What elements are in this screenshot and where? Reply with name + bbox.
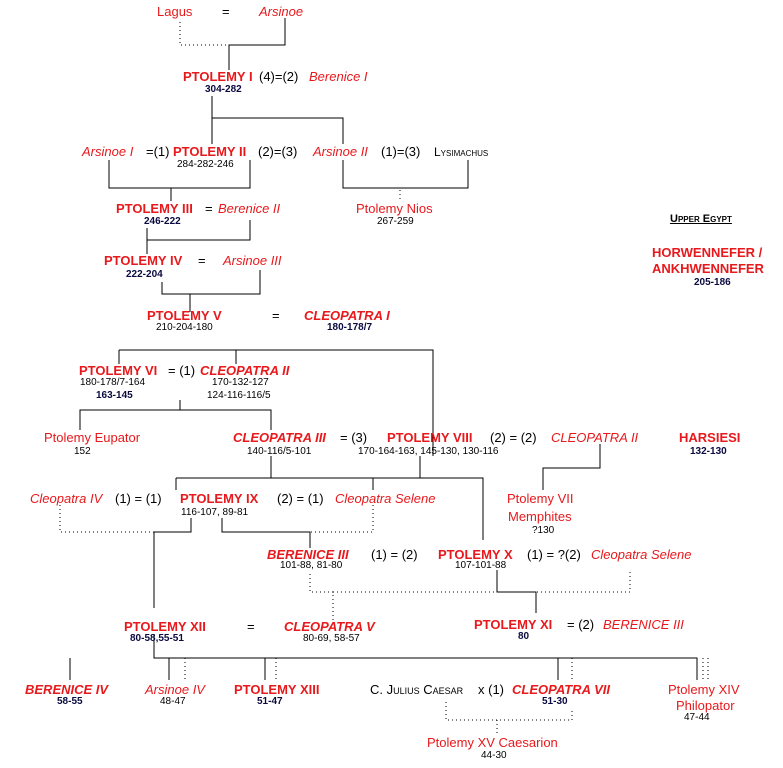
equals-sign: = (272, 308, 280, 323)
ankhwennefer-name: ANKHWENNEFER (652, 261, 764, 276)
ptolemy-12-dates: 80-58,55-51 (130, 633, 184, 644)
equals-sign: = (247, 619, 255, 634)
marriage-marker: (4)=(2) (259, 69, 299, 84)
marriage-marker: (2) = (2) (490, 430, 537, 445)
cleopatra-2-name: CLEOPATRA II (200, 363, 290, 378)
marriage-marker: (1) = (1) (115, 491, 162, 506)
ptolemy-11-dates: 80 (518, 631, 530, 642)
cleopatra-1-dates: 180-178/7 (327, 322, 373, 333)
cleopatra-5-name: CLEOPATRA V (284, 619, 375, 634)
ptolemy-6-dates-2: 163-145 (96, 390, 133, 401)
marriage-marker: = (2) (567, 617, 595, 632)
berenice-4-name: BERENICE IV (25, 682, 109, 697)
ptolemy-6-dates-1: 180-178/7-164 (80, 377, 146, 388)
ptolemy-9-name: PTOLEMY IX (180, 491, 259, 506)
marriage-marker: (2)=(3) (258, 144, 298, 159)
ptolemy-11-name: PTOLEMY XI (474, 617, 553, 632)
ptolemy-9-dates: 116-107, 89-81 (181, 507, 249, 518)
ptolemy-13-dates: 51-47 (257, 696, 283, 707)
cleopatra-1-name: CLEOPATRA I (304, 308, 390, 323)
cleopatra-2-dates-1: 170-132-127 (212, 377, 269, 388)
berenice-3-dates: 101-88, 81-80 (280, 560, 343, 571)
marriage-marker: (1) = ?(2) (527, 547, 581, 562)
ptolemy-nios-name: Ptolemy Nios (356, 201, 433, 216)
ptolemy-7-dates: ?130 (532, 525, 555, 536)
ptolemy-4-dates: 222-204 (126, 269, 163, 280)
ptolemy-10-dates: 107-101-88 (455, 560, 507, 571)
ptolemy-13-name: PTOLEMY XIII (234, 682, 320, 697)
berenice-4-dates: 58-55 (57, 696, 83, 707)
lagus-name: Lagus (157, 4, 193, 19)
cleopatra-selene-name-repeat: Cleopatra Selene (591, 547, 692, 562)
ptolemy-7-name: Ptolemy VII (507, 491, 574, 506)
arsinoe-4-name: Arsinoe IV (145, 682, 205, 697)
ptolemy-5-name: PTOLEMY V (147, 308, 222, 323)
ptolemy-8-name: PTOLEMY VIII (387, 430, 473, 445)
julius-caesar-name: C. Julius Caesar (370, 682, 464, 697)
harsiesi-name: HARSIESI (679, 430, 741, 445)
upper-egypt-dates: 205-186 (694, 277, 731, 288)
memphites-epithet: Memphites (508, 509, 572, 524)
marriage-marker: x (1) (478, 682, 504, 697)
horwennefer-name: HORWENNEFER / (652, 245, 763, 260)
ptolemy-2-dates: 284-282-246 (177, 159, 234, 170)
harsiesi-dates: 132-130 (690, 446, 727, 457)
ptolemy-2-name: PTOLEMY II (173, 144, 247, 159)
cleopatra-2-name-repeat: CLEOPATRA II (551, 430, 639, 445)
cleopatra-5-dates: 80-69, 58-57 (303, 633, 360, 644)
ptolemy-4-name: PTOLEMY IV (104, 253, 183, 268)
cleopatra-selene-name: Cleopatra Selene (335, 491, 436, 506)
ptolemy-3-dates: 246-222 (144, 216, 181, 227)
arsinoe-3-name: Arsinoe III (223, 253, 282, 268)
ptolemy-10-name: PTOLEMY X (438, 547, 513, 562)
ptolemy-3-name: PTOLEMY III (116, 201, 193, 216)
marriage-marker: (2) = (1) (277, 491, 324, 506)
cleopatra-4-name: Cleopatra IV (30, 491, 103, 506)
arsinoe-4-dates: 48-47 (160, 696, 186, 707)
caesarion-name: Ptolemy XV Caesarion (427, 735, 558, 750)
ptolemy-eupator-name: Ptolemy Eupator (44, 430, 141, 445)
cleopatra-3-dates: 140-116/5-101 (247, 446, 312, 457)
arsinoe-name: Arsinoe (259, 4, 304, 19)
ptolemy-6-name: PTOLEMY VI (79, 363, 158, 378)
cleopatra-7-name: CLEOPATRA VII (512, 682, 610, 697)
upper-egypt-heading: Upper Egypt (670, 213, 732, 225)
ptolemy-1-name: PTOLEMY I (183, 69, 253, 84)
ptolemy-1-dates: 304-282 (205, 84, 242, 95)
marriage-marker: (1) = (2) (371, 547, 418, 562)
marriage-marker: = (1) (168, 363, 196, 378)
ptolemy-nios-dates: 267-259 (377, 216, 414, 227)
marriage-marker: (1)=(3) (381, 144, 421, 159)
arsinoe-2-name: Arsinoe II (313, 144, 368, 159)
cleopatra-7-dates: 51-30 (542, 696, 568, 707)
ptolemy-8-dates: 170-164-163, 145-130, 130-116 (358, 446, 499, 457)
cleopatra-3-name: CLEOPATRA III (233, 430, 326, 445)
cleopatra-2-dates-2: 124-116-116/5 (207, 390, 271, 401)
berenice-2-name: Berenice II (218, 201, 281, 216)
berenice-3-name: BERENICE III (267, 547, 349, 562)
equals-sign: = (205, 201, 213, 216)
marriage-marker: =(1) (146, 144, 170, 159)
berenice-1-name: Berenice I (309, 69, 368, 84)
equals-sign: = (198, 253, 206, 268)
philopator-epithet: Philopator (676, 698, 735, 713)
ptolemy-5-dates: 210-204-180 (156, 322, 213, 333)
ptolemy-12-name: PTOLEMY XII (124, 619, 206, 634)
caesarion-dates: 44-30 (481, 750, 507, 761)
lysimachus-name: Lysimachus (434, 145, 489, 159)
arsinoe-1-name: Arsinoe I (82, 144, 134, 159)
berenice-3-name-repeat: BERENICE III (603, 617, 684, 632)
equals-sign: = (222, 4, 230, 19)
ptolemy-eupator-dates: 152 (74, 446, 91, 457)
marriage-marker: = (3) (340, 430, 368, 445)
ptolemy-14-name: Ptolemy XIV (668, 682, 740, 697)
ptolemy-14-dates: 47-44 (684, 712, 710, 723)
